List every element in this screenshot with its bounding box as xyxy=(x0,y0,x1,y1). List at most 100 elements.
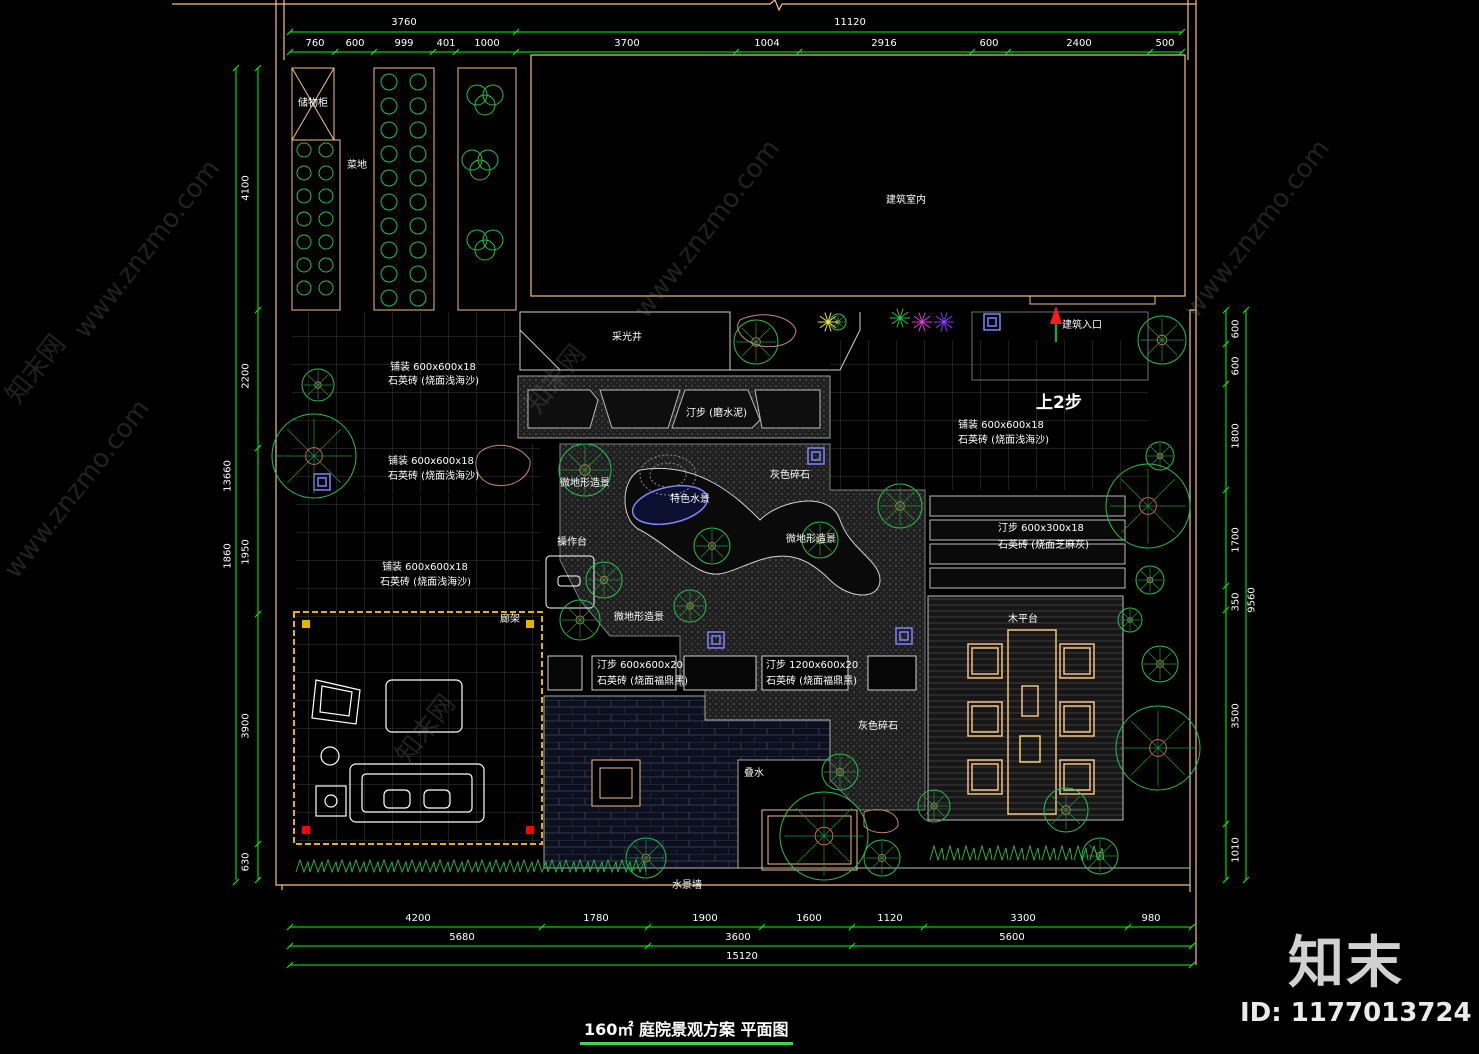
tree-branch xyxy=(1051,809,1067,825)
tree-branch xyxy=(307,374,319,386)
dimension-tick xyxy=(286,48,294,56)
tree-branch xyxy=(819,539,832,552)
shrub xyxy=(961,844,977,862)
tree-branch xyxy=(584,469,602,487)
flower-petal xyxy=(891,311,901,319)
flower-petal xyxy=(896,308,901,319)
dim-right-seg-5: 3500 xyxy=(1230,703,1242,729)
dim-top-seg-1: 600 xyxy=(345,38,365,49)
vegetable-plant xyxy=(409,265,427,283)
vegetable-plant xyxy=(477,149,499,171)
dimension-tick xyxy=(1188,923,1196,931)
tree-branch xyxy=(923,805,935,817)
dim-left-seg-2: 1950 xyxy=(240,539,252,565)
flower-petal xyxy=(899,317,904,328)
shrub xyxy=(1025,844,1041,862)
paving-top-left xyxy=(292,312,518,444)
flower-petal xyxy=(943,312,948,323)
tree-branch xyxy=(1129,612,1138,621)
tree xyxy=(877,483,923,529)
tree-branch xyxy=(795,807,825,837)
tree-branch xyxy=(633,845,647,859)
flower-petal xyxy=(827,312,832,323)
dim-bottom-group-1: 3600 xyxy=(725,932,751,943)
label-deck: 木平台 xyxy=(1008,614,1038,625)
tree-branch xyxy=(603,579,616,592)
vegetable-plant xyxy=(380,241,398,259)
tree-branch xyxy=(1147,505,1175,533)
tree xyxy=(673,589,707,623)
label-micro-terrain-2: 微地形造景 xyxy=(786,534,836,545)
vegetable-plant xyxy=(296,257,312,273)
flower-petal xyxy=(891,317,901,325)
shrub xyxy=(945,844,961,862)
tree-branch xyxy=(592,568,605,581)
vegetable-plant xyxy=(296,188,312,204)
tree-branch xyxy=(1146,339,1163,356)
dimension-tick xyxy=(254,444,262,452)
vegetable-plant xyxy=(380,265,398,283)
drawing-title: 160㎡ 庭院景观方案 平面图 xyxy=(580,1016,793,1045)
vegetable-plant xyxy=(318,188,334,204)
label-pergola: 廊架 xyxy=(500,614,520,625)
tree-branch xyxy=(1129,619,1138,628)
shrub xyxy=(617,858,633,874)
dimension-tick xyxy=(848,923,856,931)
flower-petal xyxy=(943,321,948,332)
tree xyxy=(821,753,859,791)
tree-branch xyxy=(1122,619,1131,628)
shrub xyxy=(631,858,647,874)
flower-petal xyxy=(827,321,837,329)
dim-top-total-2: 11120 xyxy=(834,17,866,28)
watermark-logo: 知末 xyxy=(1288,931,1404,996)
dim-left-seg-0: 4100 xyxy=(240,175,252,201)
lamp xyxy=(807,447,825,465)
dimension-tick xyxy=(286,942,294,950)
dimension-tick xyxy=(1004,48,1012,56)
tree xyxy=(779,791,869,881)
tree-branch xyxy=(1148,652,1161,665)
tree-branch xyxy=(579,619,593,633)
lamp-core xyxy=(811,451,821,461)
vegetable-plant xyxy=(380,121,398,139)
dim-bottom-seg-1: 1780 xyxy=(583,913,609,924)
tree xyxy=(1115,705,1201,791)
tree xyxy=(585,561,623,599)
dimension-tick xyxy=(512,48,520,56)
tree-branch xyxy=(1147,479,1175,507)
dim-bottom-seg-0: 4200 xyxy=(405,913,431,924)
label-step-right-2: 石英砖 (烧面芝麻灰) xyxy=(998,540,1089,551)
tree-branch xyxy=(870,846,883,859)
dimension-tick xyxy=(429,48,437,56)
dim-right-seg-3: 1700 xyxy=(1230,527,1242,553)
flower-petal xyxy=(921,321,926,332)
tree-branch xyxy=(808,539,821,552)
tree-branch xyxy=(1148,663,1161,676)
right-stepping xyxy=(929,495,1126,589)
tree-branch xyxy=(755,327,771,343)
dim-top-seg-0: 760 xyxy=(305,38,325,49)
tree xyxy=(271,413,357,499)
tree-branch xyxy=(819,528,832,541)
lamp-core xyxy=(987,317,997,327)
tree-branch xyxy=(933,795,945,807)
tree-branch xyxy=(313,429,341,457)
dimension-tick xyxy=(538,923,546,931)
tree-branch xyxy=(808,528,821,541)
skylight-well xyxy=(519,311,861,371)
dim-top-seg-3: 401 xyxy=(436,38,456,49)
tree-branch xyxy=(1140,579,1151,590)
dim-right-seg-6: 1010 xyxy=(1230,837,1242,863)
tree-branch xyxy=(933,805,945,817)
tree-branch xyxy=(1140,570,1151,581)
dimension-lines xyxy=(232,28,1250,969)
shrub xyxy=(477,858,493,874)
pool xyxy=(543,695,831,869)
dim-left-seg-1: 2200 xyxy=(240,363,252,389)
tree-branch xyxy=(317,374,329,386)
label-paving-right-2: 石英砖 (烧面浅海沙) xyxy=(958,435,1049,446)
flower-petal xyxy=(819,321,829,329)
dimension-tick xyxy=(286,923,294,931)
tree xyxy=(1117,607,1143,633)
shrub xyxy=(407,858,423,874)
